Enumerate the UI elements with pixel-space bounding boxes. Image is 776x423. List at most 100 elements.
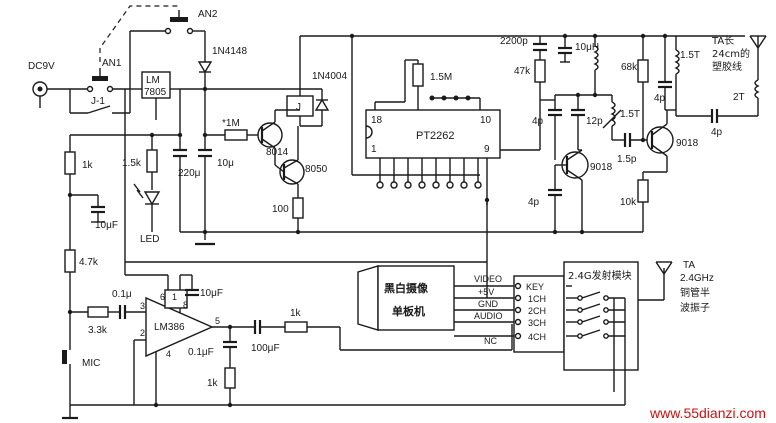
- ta-right-3: 铜管半: [680, 286, 710, 299]
- c4p-d-label: 4p: [711, 127, 723, 138]
- c0-1uf-b-label: 0.1μF: [188, 347, 214, 358]
- c100uf-label: 100μF: [251, 343, 280, 354]
- c10uf-top-label: 10μF: [200, 288, 223, 299]
- r1k-bot-label: 1k: [207, 378, 219, 389]
- c0-1u-a-label: 0.1μ: [112, 289, 132, 300]
- q9018-b-label: 9018: [676, 138, 699, 149]
- resistor-100: [292, 184, 304, 232]
- cap-10uf-top: [180, 274, 199, 297]
- cap-100uf: [253, 320, 285, 334]
- r1m-label: *1M: [222, 118, 240, 129]
- c12p-label: 12p: [586, 116, 603, 127]
- ic-lm386: [145, 275, 214, 395]
- inductor-10uh: [558, 36, 599, 82]
- l1-5t-b-label: 1.5T: [620, 109, 640, 120]
- r68k-label: 68k: [621, 62, 638, 73]
- lm386-pin2: 2: [140, 328, 145, 338]
- c4p-c-label: 4p: [654, 93, 666, 104]
- cap-220u: [173, 130, 187, 232]
- d1-label: 1N4148: [212, 46, 247, 57]
- ch2-label: 2CH: [528, 306, 546, 316]
- cap-4p-b: [548, 188, 562, 232]
- pin-audio-label: AUDIO: [474, 311, 503, 321]
- antenna-ta-right: [638, 261, 673, 301]
- r1k-out-label: 1k: [290, 308, 302, 319]
- r10k-label: 10k: [620, 197, 637, 208]
- cap-4p-d: [675, 109, 758, 123]
- led-label: LED: [140, 234, 159, 245]
- j1-contact: [69, 89, 131, 114]
- r1k-top-label: 1k: [82, 160, 94, 171]
- pt2262-top-pins: [429, 95, 471, 101]
- q9018-a-label: 9018: [590, 162, 613, 173]
- pin-gnd-label: GND: [478, 299, 499, 309]
- d2-label: 1N4004: [312, 71, 347, 82]
- resistor-1m: [205, 129, 262, 141]
- transistor-9018-amp: [646, 109, 676, 172]
- key-label: KEY: [526, 282, 544, 292]
- c10u-label: 10μ: [217, 158, 234, 169]
- led: [133, 183, 161, 232]
- an2-label: AN2: [198, 9, 218, 20]
- resistor-1k-bottom: [224, 367, 236, 405]
- c2200p-label: 2200p: [500, 36, 528, 47]
- pt2262-pin10: 10: [480, 115, 492, 126]
- pt2262-label: PT2262: [416, 130, 455, 142]
- c220-label: 220μ: [178, 168, 201, 179]
- resistor-4-7k: [64, 249, 76, 340]
- lm386-pin3: 3: [140, 301, 145, 311]
- resistor-1-5k: [146, 135, 158, 190]
- r1-5m-label: 1.5M: [430, 72, 452, 83]
- c4p-b-label: 4p: [528, 197, 540, 208]
- cap-0-1uf-b: [223, 327, 237, 368]
- an1-switch: [70, 68, 130, 93]
- l1-5t-a-label: 1.5T: [680, 50, 700, 61]
- lm386-label: LM386: [154, 322, 185, 333]
- r47k-label: 47k: [514, 66, 531, 77]
- pt2262-pin9: 9: [484, 144, 490, 155]
- camera-label-2: 单板机: [392, 304, 425, 318]
- pt2262-bottom-pins: [376, 158, 482, 189]
- osc-tank: [548, 82, 622, 160]
- resistor-47k: [534, 59, 546, 100]
- mic-label: MIC: [82, 358, 100, 369]
- ch3-label: 3CH: [528, 318, 546, 328]
- cap-4p-c: [658, 36, 672, 110]
- pin-5v-label: +5V: [478, 287, 494, 297]
- module-connector: [513, 275, 565, 353]
- transistor-8050: [274, 126, 305, 185]
- r100-label: 100: [272, 204, 289, 215]
- watermark: www.55dianzi.com: [649, 405, 766, 421]
- dc9v-label: DC9V: [28, 61, 55, 72]
- cap-0-1u-a: [70, 305, 146, 319]
- r1-5k-label: 1.5k: [122, 158, 142, 169]
- pt2262-pin18: 18: [371, 115, 383, 126]
- l2t-label: 2T: [733, 92, 745, 103]
- an2-dashed-link: [99, 5, 178, 62]
- relay-coil-j: [286, 88, 322, 127]
- camera-board: [357, 265, 455, 331]
- q8050-label: 8050: [305, 164, 328, 175]
- an1-label: AN1: [102, 58, 122, 69]
- ant-note-3: 塑胶线: [712, 60, 742, 73]
- module-2-4g: [563, 261, 639, 405]
- antenna-ta-top: [749, 35, 767, 49]
- pin-nc-label: NC: [484, 336, 497, 346]
- diode-1n4004: [314, 89, 330, 126]
- ch4-label: 4CH: [528, 332, 546, 342]
- resistor-10k: [637, 171, 667, 232]
- inductor-1-5t-a: [674, 36, 680, 110]
- c1-5p-label: 1.5p: [617, 154, 637, 165]
- ch1-label: 1CH: [528, 294, 546, 304]
- lm386-pin8: 8: [183, 300, 188, 310]
- resistor-68k: [637, 36, 649, 140]
- j1-label: J-1: [91, 96, 105, 107]
- transistor-9018-osc: [555, 149, 589, 205]
- lm386-pin6: 6: [160, 292, 165, 302]
- r4-7k-label: 4.7k: [79, 257, 99, 268]
- ant-note-1: TA长: [711, 35, 734, 47]
- pt2262-pin1: 1: [371, 144, 377, 155]
- cap-2200p: [533, 36, 547, 60]
- relay-label: J: [296, 102, 301, 113]
